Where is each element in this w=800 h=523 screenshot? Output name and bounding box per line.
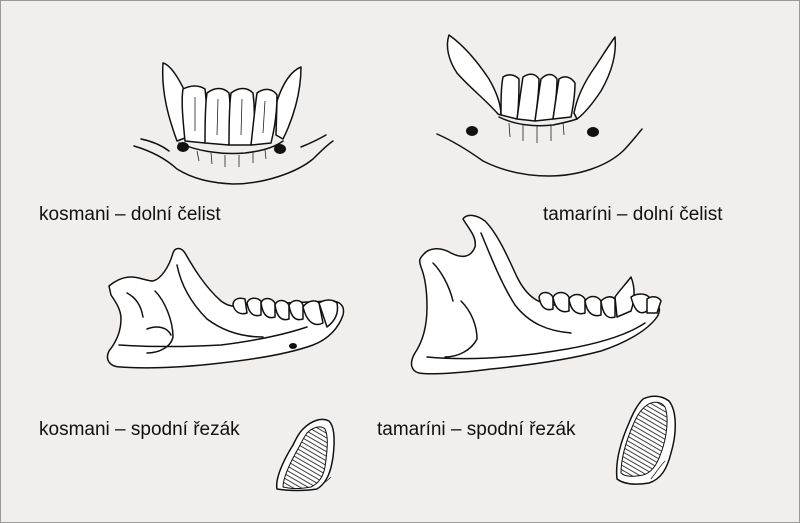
marmoset-jaw-front	[133, 62, 334, 185]
marmoset-incisor-section	[275, 418, 335, 492]
kosmani-incisor-label: kosmani – spodní řezák	[39, 419, 240, 440]
tamarin-jaw-side	[410, 214, 662, 375]
kosmani-jaw-label: kosmani – dolní čelist	[39, 204, 221, 225]
tamarini-incisor-label: tamaríni – spodní řezák	[377, 419, 576, 440]
marmoset-jaw-side	[106, 247, 345, 369]
tamarin-jaw-front	[436, 34, 643, 177]
tamarin-incisor-section	[615, 395, 676, 485]
tamarini-jaw-label: tamaríni – dolní čelist	[543, 204, 723, 225]
